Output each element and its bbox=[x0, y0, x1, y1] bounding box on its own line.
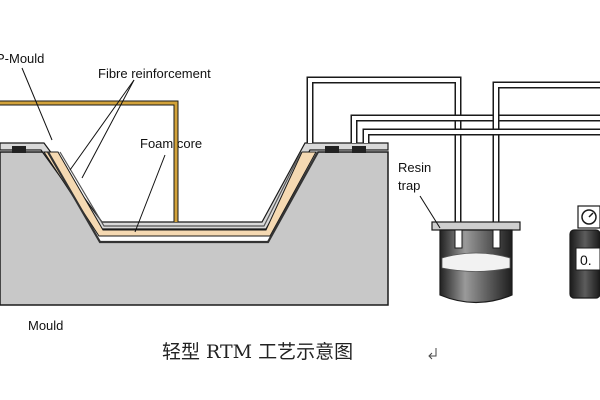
seal-left bbox=[12, 146, 26, 153]
label-mould: Mould bbox=[28, 318, 63, 333]
resin-trap bbox=[431, 221, 521, 304]
vent-pipe-2 bbox=[350, 114, 600, 143]
leader-fibre-2 bbox=[81, 79, 135, 179]
resin-inlet-line-fill bbox=[0, 101, 178, 222]
label-resin: Resin bbox=[398, 160, 431, 175]
fibre-layer-outer bbox=[47, 151, 319, 244]
vent-pipe-4 bbox=[362, 128, 600, 143]
label-trap: trap bbox=[398, 178, 420, 193]
seal-right-1 bbox=[325, 146, 339, 153]
fibre-layer-inner bbox=[59, 151, 302, 227]
seal-right-2 bbox=[352, 146, 366, 153]
vent-pipe-3 bbox=[492, 81, 600, 232]
figure-caption: 轻型 RTM 工艺示意图 bbox=[162, 341, 353, 363]
label-foam-core: Foam core bbox=[140, 136, 202, 151]
leader-p-mould bbox=[21, 67, 53, 141]
vent-pipe-1 bbox=[306, 76, 462, 232]
label-p-mould: P-Mould bbox=[0, 51, 44, 66]
foam-core bbox=[43, 151, 317, 237]
gauge-readout: 0. bbox=[580, 252, 592, 268]
leader-resin-trap bbox=[419, 195, 441, 229]
caption-return-mark bbox=[428, 348, 437, 360]
leader-fibre-1 bbox=[69, 79, 135, 171]
leader-foam bbox=[134, 154, 166, 233]
vacuum-pump bbox=[569, 205, 600, 299]
label-fibre-reinforcement: Fibre reinforcement bbox=[98, 66, 211, 81]
